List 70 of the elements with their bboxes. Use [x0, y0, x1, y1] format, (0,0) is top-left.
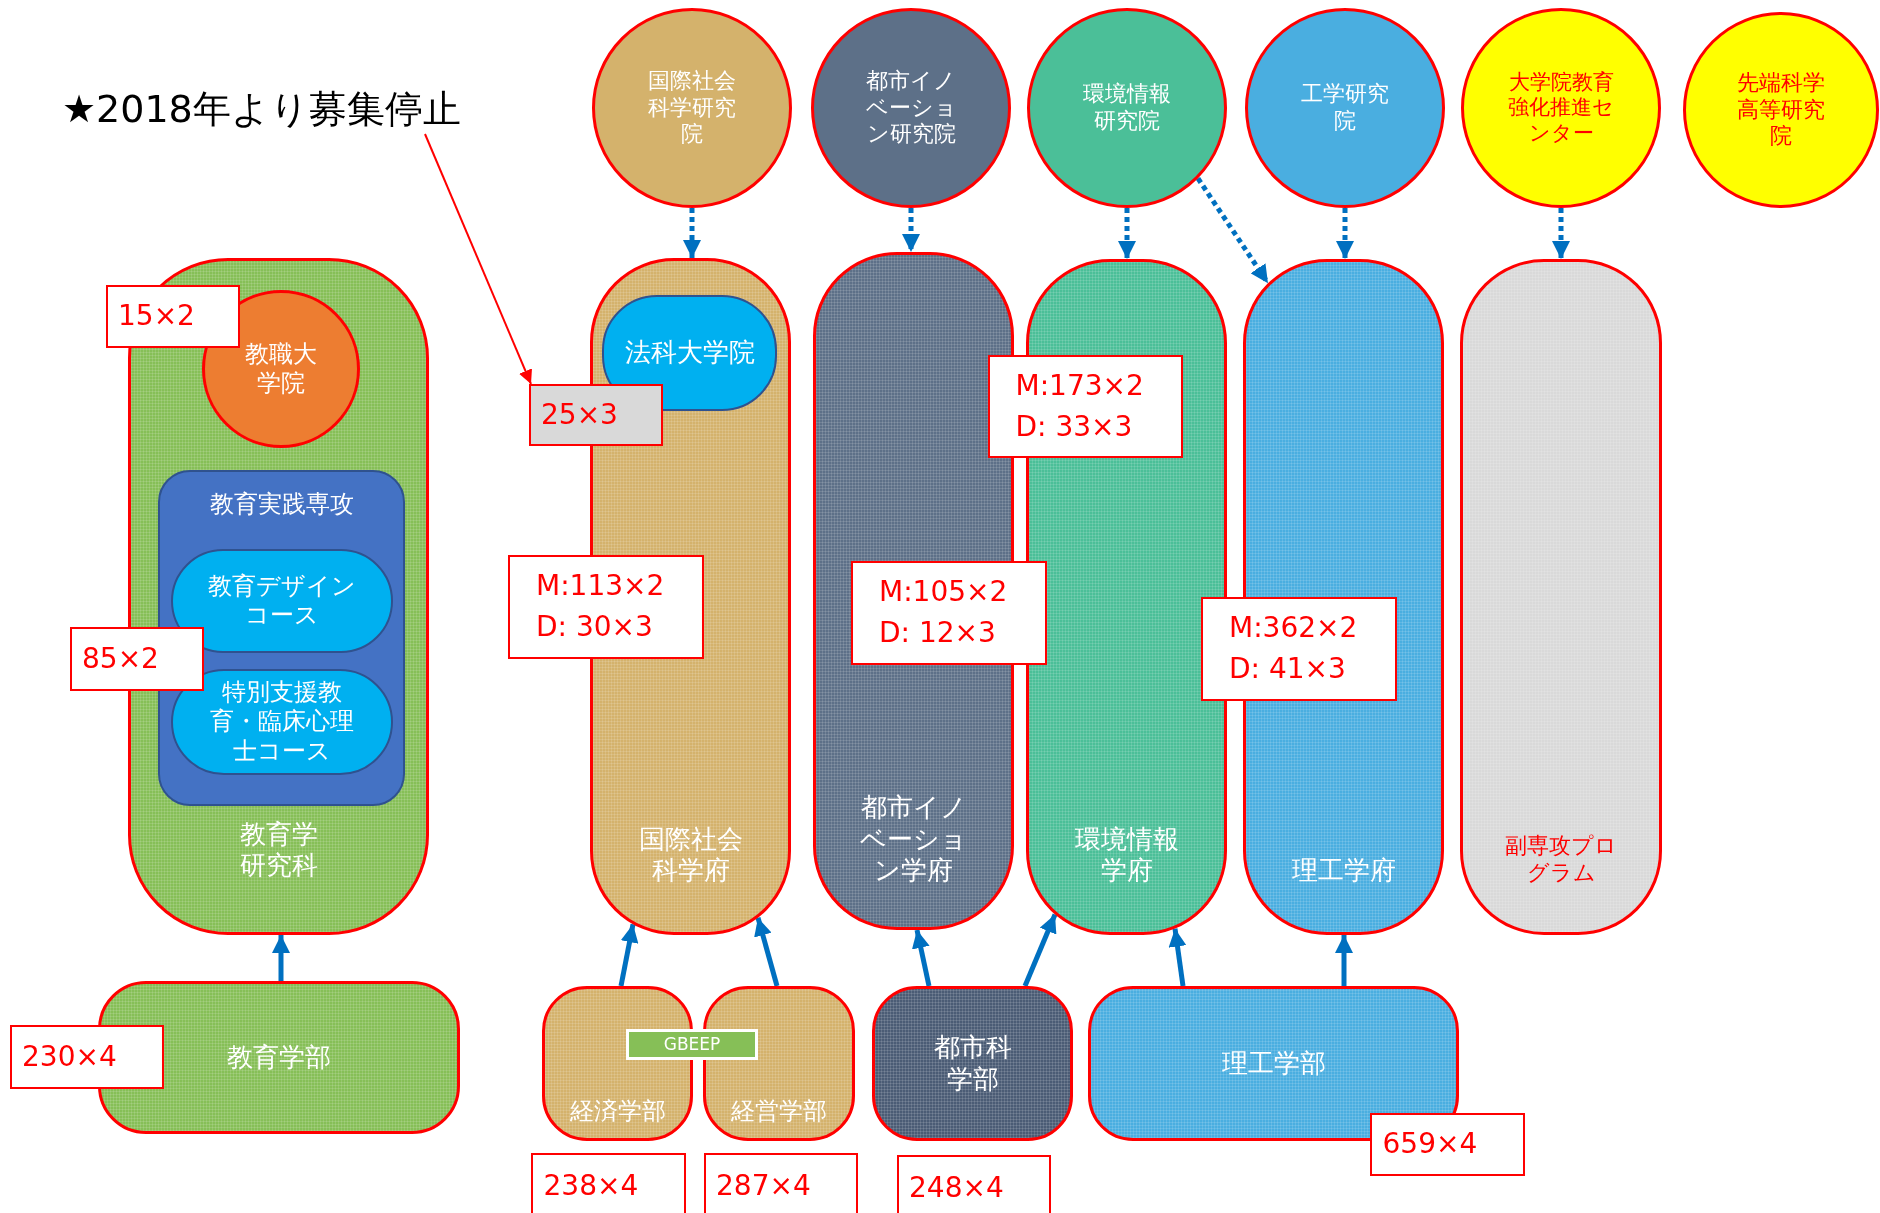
count-label: 85×2 [82, 640, 160, 677]
rounded-box [872, 986, 1073, 1141]
count-box [897, 1155, 1051, 1213]
node-label: 都市科学部 [932, 1031, 1013, 1096]
arrow [1552, 208, 1570, 259]
node-label: 経営学部 [731, 1096, 827, 1126]
count-box [70, 627, 204, 691]
node-label: 国際社会科学研究院 [647, 67, 737, 149]
count-label: 15×2 [118, 298, 196, 335]
note-text: ★2018年より募集停止 [62, 84, 515, 134]
arrow [618, 923, 639, 987]
node-label: 教育デザインコース [207, 571, 357, 631]
count-label: D: 33×3 [1015, 408, 1134, 445]
node-label: 法科大学院 [624, 337, 755, 369]
arrow [902, 208, 920, 252]
arrow [1336, 208, 1354, 259]
node-label: 教育実践専攻 [209, 490, 354, 520]
count-box [704, 1153, 858, 1213]
count-box [531, 1153, 686, 1213]
arrow [1118, 208, 1136, 259]
arrow [424, 133, 532, 385]
node-label: 教育学部 [227, 1041, 331, 1074]
node-label: 先端科学高等研究院 [1736, 69, 1826, 151]
node-label: 教育学研究科 [238, 818, 319, 882]
count-box [508, 555, 704, 659]
node-label: 特別支援教育・臨床心理士コース [209, 678, 355, 766]
arrow [1335, 935, 1353, 986]
node-label: 経済学部 [569, 1096, 666, 1126]
node-label: GBEEP [663, 1034, 721, 1055]
node-label: 理工学部 [1221, 1047, 1326, 1080]
count-label: 230×4 [22, 1038, 118, 1075]
arrow [1195, 177, 1271, 285]
arrow [272, 935, 290, 981]
count-box [10, 1025, 164, 1089]
count-label: 248×4 [909, 1169, 1005, 1206]
arrow [754, 917, 780, 987]
count-label: M:173×2 [1015, 367, 1145, 404]
count-label: 659×4 [1382, 1126, 1479, 1163]
arrow [911, 929, 932, 987]
rounded-panel [158, 470, 405, 806]
node-label: 工学研究院 [1300, 81, 1390, 135]
circle [202, 290, 360, 448]
node-label: 教職大学院 [244, 339, 318, 399]
count-label: 25×3 [541, 396, 619, 433]
count-box [106, 285, 240, 348]
node-label: 都市イノベーション研究院 [864, 67, 958, 149]
count-box [851, 561, 1047, 665]
arrow [1022, 913, 1058, 987]
arrow [683, 208, 701, 258]
count-box [529, 384, 663, 446]
count-label: D: 12×3 [879, 615, 997, 651]
count-label: M:113×2 [536, 568, 666, 605]
count-label: M:362×2 [1229, 610, 1359, 647]
node-label: 国際社会科学府 [637, 823, 744, 887]
arrow [1168, 928, 1187, 987]
tag [626, 1029, 758, 1060]
count-label: D: 41×3 [1229, 651, 1347, 687]
count-label: 287×4 [716, 1167, 812, 1204]
node-label: 環境情報研究院 [1082, 81, 1172, 135]
count-box [988, 355, 1183, 458]
count-box [1201, 597, 1397, 701]
node-label: 大学院教育強化推進センター [1507, 69, 1615, 147]
count-label: M:105×2 [879, 574, 1009, 611]
count-box [1370, 1113, 1525, 1176]
count-label: D: 30×3 [536, 609, 654, 645]
node-label: 環境情報学府 [1073, 823, 1180, 887]
node-label: 都市イノベーション学府 [859, 791, 968, 887]
count-label: 238×4 [543, 1167, 640, 1204]
node-label: 理工学府 [1291, 855, 1396, 887]
node-label: 副専攻プログラム [1504, 833, 1618, 887]
